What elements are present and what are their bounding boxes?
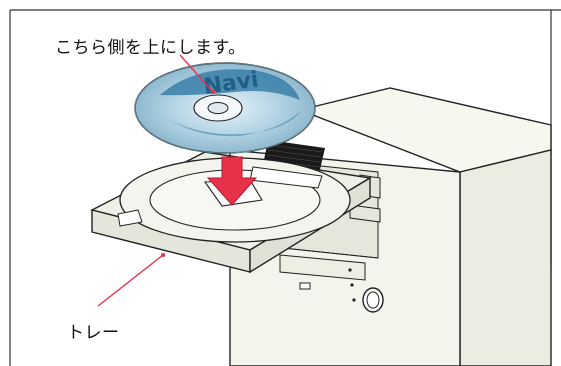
leader-lines bbox=[97, 54, 214, 307]
tray-callout: トレー bbox=[67, 323, 120, 343]
disc-orientation-callout: こちら側を上にします。 bbox=[55, 38, 246, 58]
power-button bbox=[362, 287, 384, 313]
cd-disc: Navi bbox=[134, 62, 316, 154]
insertion-arrow-icon bbox=[206, 156, 258, 206]
